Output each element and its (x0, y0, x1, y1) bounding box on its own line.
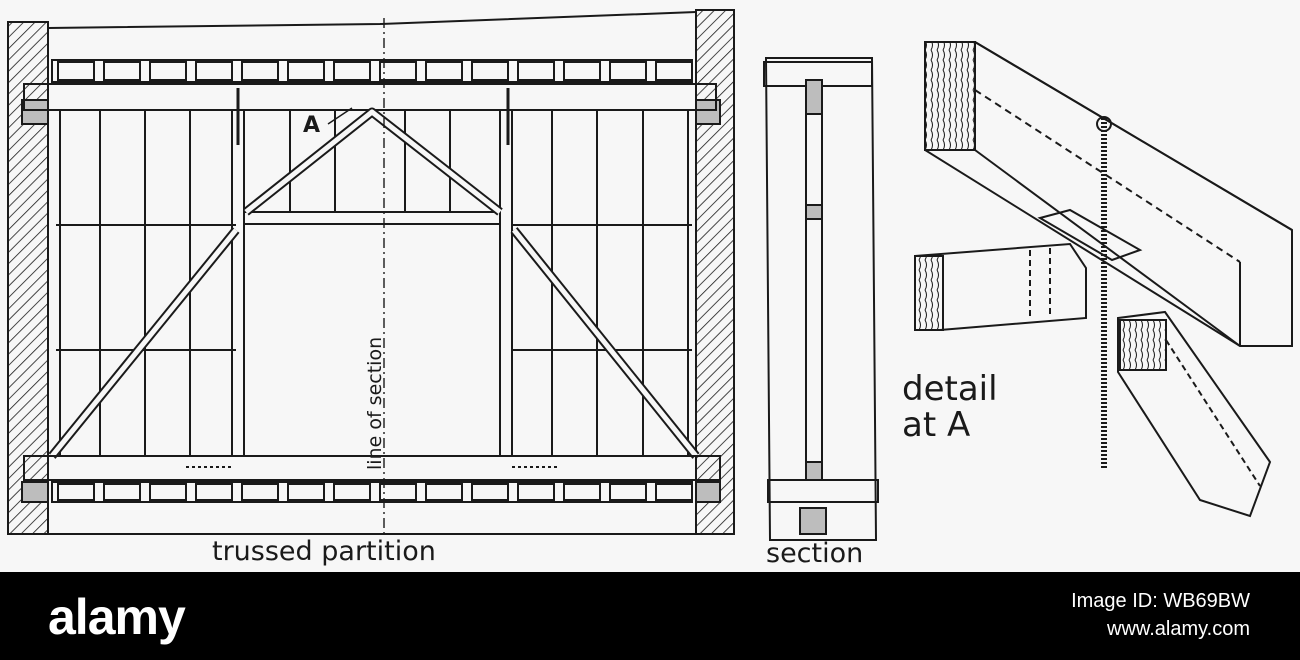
joist-block (103, 483, 141, 501)
joist-block (103, 61, 141, 81)
joist-block (195, 483, 233, 501)
brand-logo[interactable]: alamy (48, 589, 186, 645)
joist-block (471, 483, 509, 501)
joist-blocks (57, 61, 693, 501)
label-section: section (766, 538, 863, 569)
joist-block (287, 61, 325, 81)
joist-block (609, 61, 647, 81)
joist-block (241, 61, 279, 81)
label-trussed-partition: trussed partition (212, 536, 436, 567)
studs-right (499, 110, 689, 455)
joist-block (655, 483, 693, 501)
section-view (763, 57, 879, 541)
joist-block (333, 483, 371, 501)
joist-block (149, 61, 187, 81)
joist-block (425, 483, 463, 501)
joist-block (517, 483, 555, 501)
left-wall (7, 21, 49, 535)
joist-block (425, 61, 463, 81)
joist-block (563, 483, 601, 501)
joist-block (333, 61, 371, 81)
top-joist-band (51, 59, 693, 83)
truss-rafters (243, 107, 503, 216)
detail-at-a-view (914, 41, 1293, 518)
label-point-a: A (303, 113, 320, 138)
label-at-a: at A (902, 405, 970, 445)
joist-block (241, 483, 279, 501)
joist-block (609, 483, 647, 501)
joist-block (655, 61, 693, 81)
joist-block (287, 483, 325, 501)
label-detail: detail (902, 369, 998, 409)
studs-left (59, 110, 245, 455)
top-plate (23, 83, 717, 111)
bottom-plate (23, 455, 721, 481)
trussed-partition-elevation (7, 9, 735, 538)
joist-block (195, 61, 233, 81)
joist-block (471, 61, 509, 81)
image-id: Image ID: WB69BW (1071, 590, 1250, 612)
drawing-canvas: A line of section trussed partition sect… (7, 9, 1293, 569)
watermark-footer: alamy Image ID: WB69BW www.alamy.com (0, 572, 1300, 660)
site-url[interactable]: www.alamy.com (1107, 618, 1250, 640)
door-head (243, 211, 501, 225)
joist-block (379, 61, 417, 81)
label-line-of-section: line of section (364, 337, 386, 470)
joist-block (57, 483, 95, 501)
joist-block (149, 483, 187, 501)
joist-block (379, 483, 417, 501)
joist-block (517, 61, 555, 81)
joist-block (563, 61, 601, 81)
joist-block (57, 61, 95, 81)
